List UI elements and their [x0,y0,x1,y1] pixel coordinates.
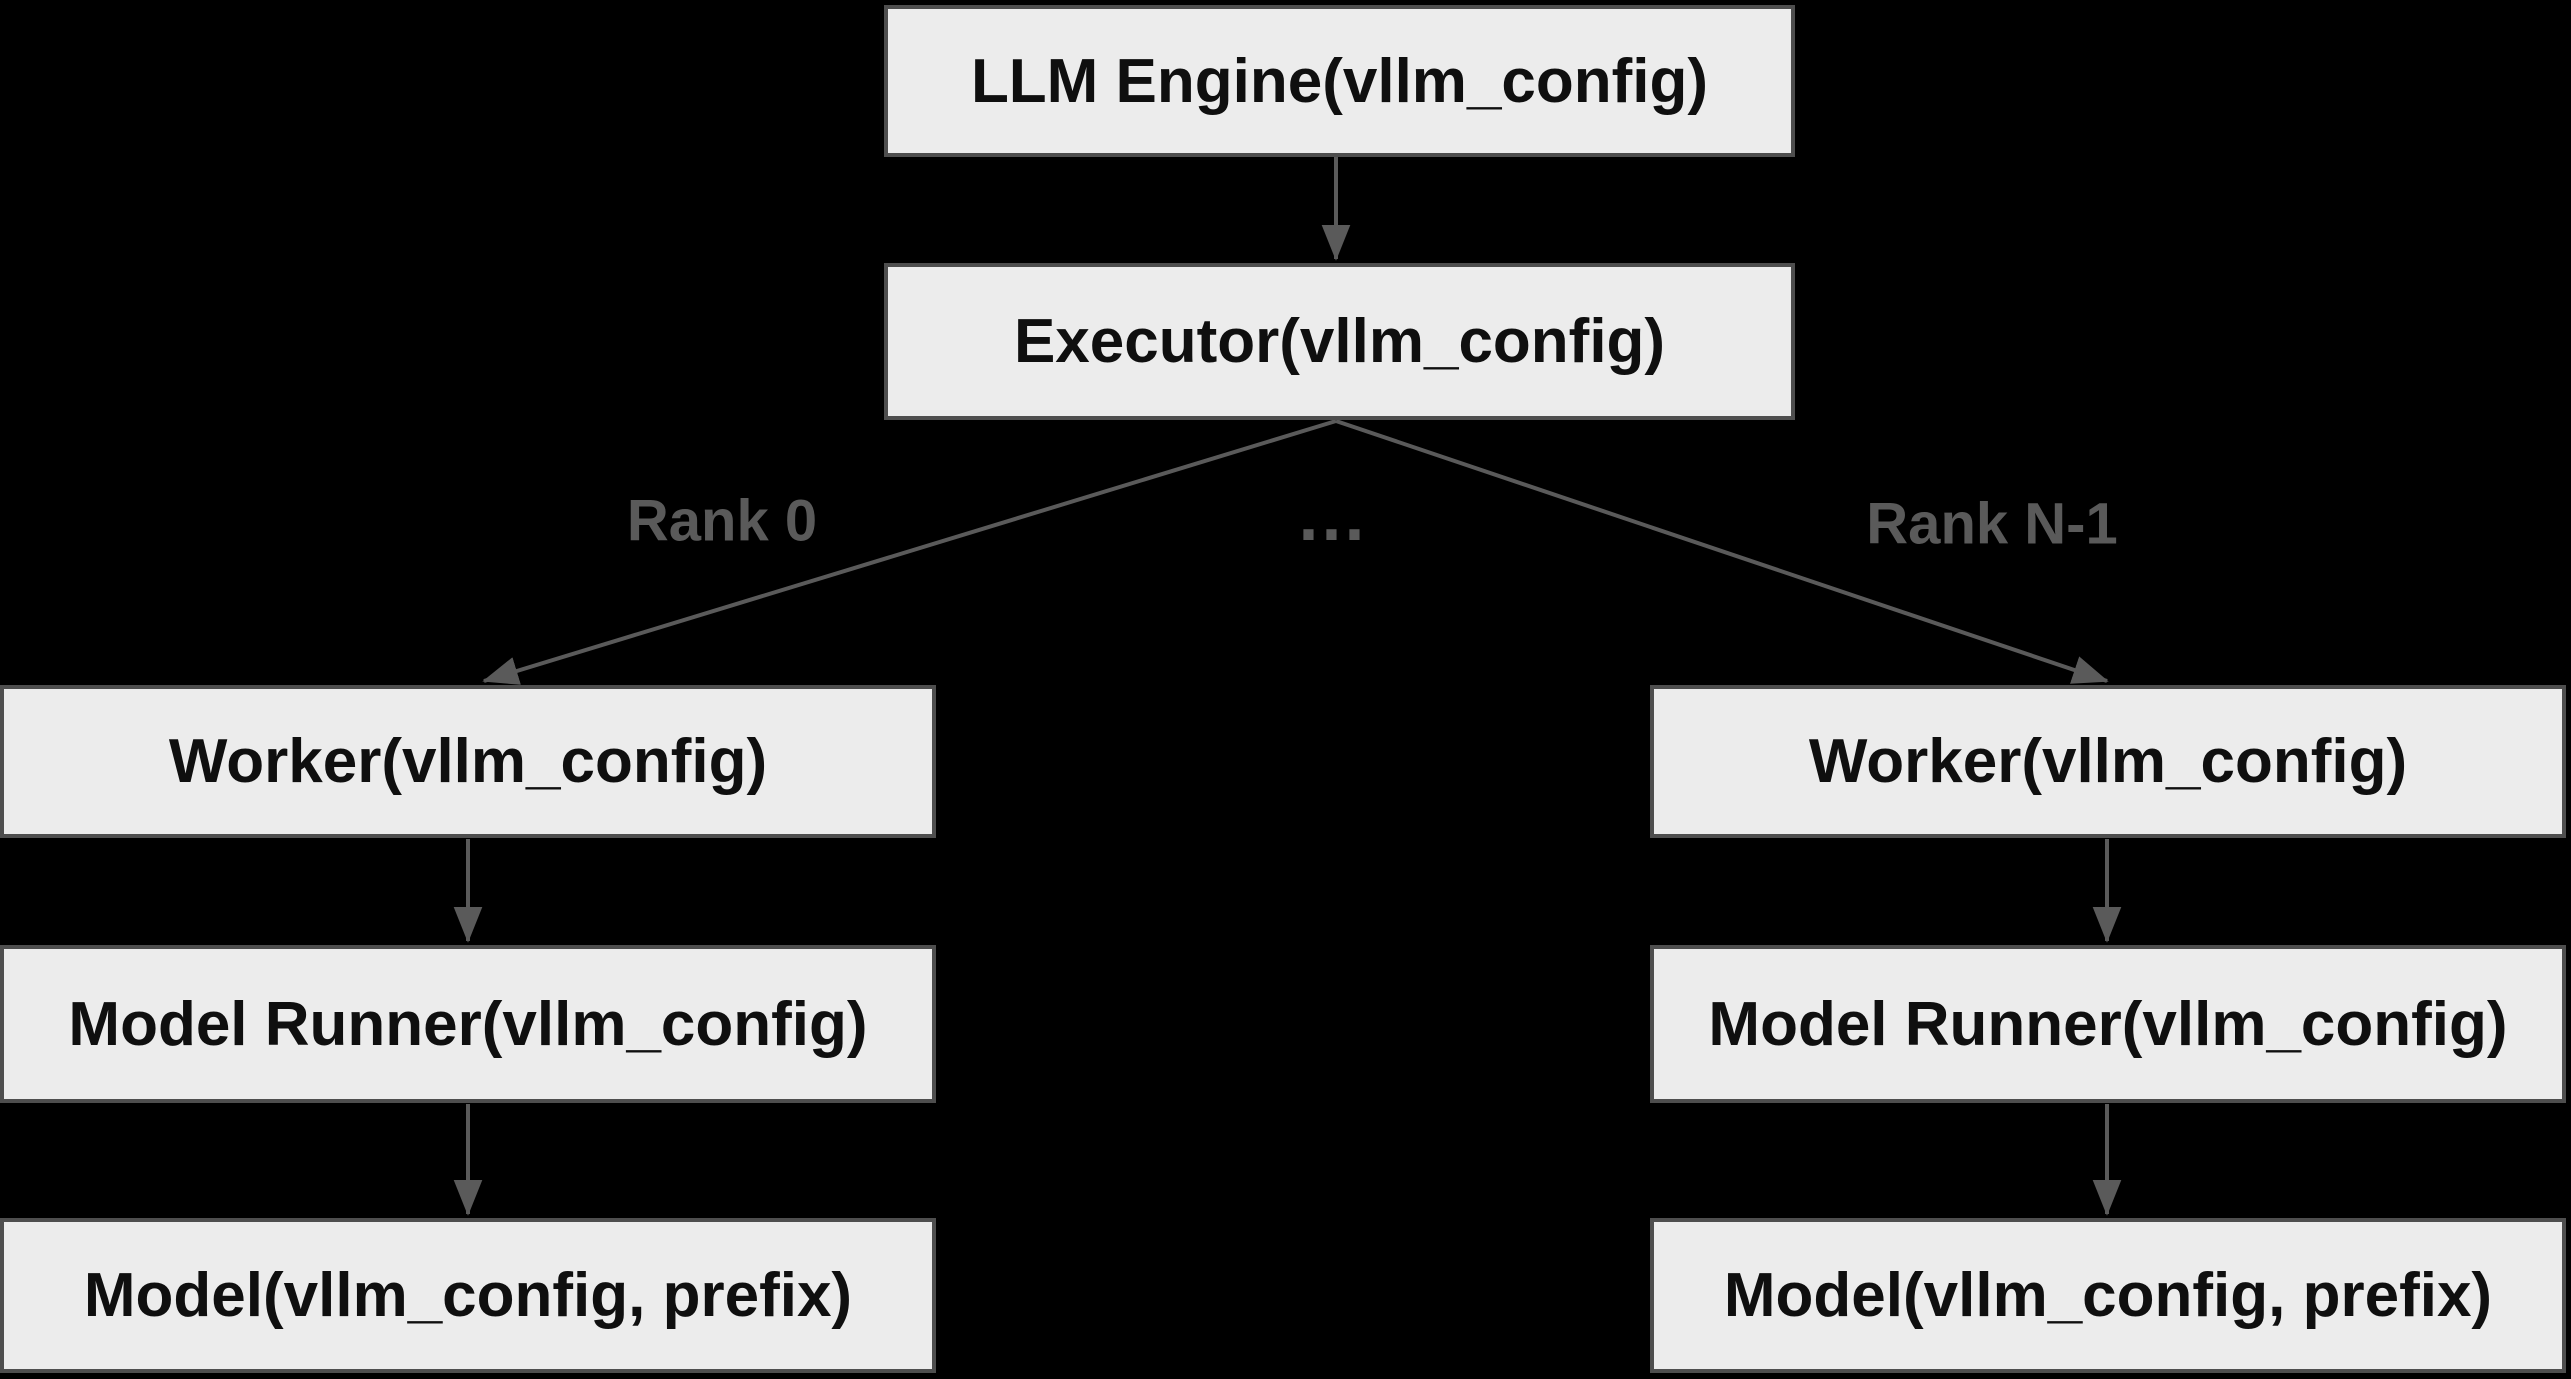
edge-label-ellipsis: ... [1298,476,1368,556]
node-model-rank0: Model(vllm_config, prefix) [0,1218,936,1373]
edge-executor-to-worker-left [482,419,1337,685]
edge-executor-to-worker-right [1335,419,2109,684]
node-model-runner-rank-n-1: Model Runner(vllm_config) [1650,945,2566,1103]
node-executor: Executor(vllm_config) [884,263,1795,420]
node-model-rank-n-1: Model(vllm_config, prefix) [1650,1218,2566,1373]
edge-label-rank-n-1: Rank N-1 [1866,491,2118,557]
edge-label-rank-0: Rank 0 [626,488,818,554]
node-llm-engine: LLM Engine(vllm_config) [884,5,1795,157]
node-worker-rank0: Worker(vllm_config) [0,685,936,838]
node-worker-rank-n-1: Worker(vllm_config) [1650,685,2566,838]
node-model-runner-rank0: Model Runner(vllm_config) [0,945,936,1103]
